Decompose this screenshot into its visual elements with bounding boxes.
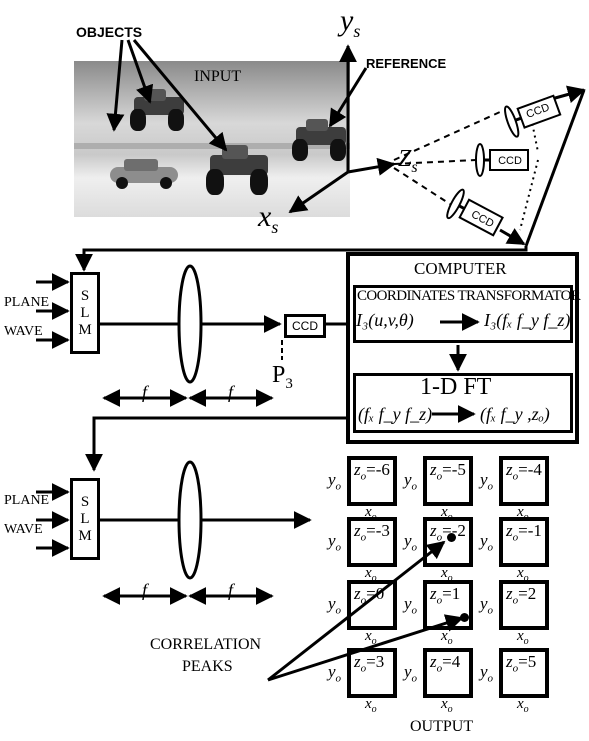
wave-label-bottom: WAVE — [4, 522, 43, 538]
output-cell: zo=-5 — [423, 456, 473, 506]
coord-eq-right: I₃(fₓ f_y f_z) — [484, 310, 570, 331]
coord-eq-left: I₃(u,v,θ) — [356, 310, 414, 331]
ft-label: 1-D FT — [420, 374, 491, 401]
output-cell-z-label: zo=1 — [430, 584, 460, 606]
output-label: OUTPUT — [410, 718, 473, 736]
wave-label-top: WAVE — [4, 324, 43, 340]
ccd-arrow-bottom — [500, 230, 524, 244]
output-cell-z-label: zo=-5 — [430, 460, 466, 482]
output-cell-z-label: zo=-3 — [354, 521, 390, 543]
output-cell: zo=4 — [423, 648, 473, 698]
output-cell-yo-label: yo — [328, 470, 341, 492]
output-cell-xo-label: xo — [517, 696, 529, 715]
output-cell-yo-label: yo — [404, 531, 417, 553]
output-cell: zo=3 — [347, 648, 397, 698]
output-cell-z-label: zo=0 — [354, 584, 384, 606]
feed-line-bottom — [94, 418, 346, 470]
xs-axis-label: xs — [258, 200, 278, 238]
output-cell-z-label: zo=4 — [430, 652, 460, 674]
output-cell-xo-label: xo — [517, 628, 529, 647]
correlation-peak-2 — [460, 613, 469, 622]
plane-label-bottom: PLANE — [4, 493, 49, 509]
output-cell-xo-label: xo — [441, 628, 453, 647]
output-cell-yo-label: yo — [480, 470, 493, 492]
output-cell-z-label: zo=-1 — [506, 521, 542, 543]
output-cell-xo-label: xo — [365, 696, 377, 715]
f-label-top-2: f — [228, 382, 233, 403]
ccd-label-2: CCD — [498, 155, 522, 167]
coordinates-transformator-label: COORDINATES TRANSFORMATOR — [357, 288, 580, 305]
output-cell: zo=-1 — [499, 517, 549, 567]
slm-top: SLM — [70, 272, 100, 354]
output-cell-xo-label: xo — [441, 696, 453, 715]
output-cell: zo=1 — [423, 580, 473, 630]
output-cell-yo-label: yo — [328, 662, 341, 684]
objects-label: OBJECTS — [76, 24, 142, 40]
correlation-peak-1 — [447, 533, 456, 542]
output-cell-yo-label: yo — [404, 662, 417, 684]
ys-axis-label: ys — [340, 4, 360, 42]
ft-eq-left: (fₓ f_y f_z) — [358, 404, 432, 425]
output-cell-z-label: zo=-4 — [506, 460, 542, 482]
peaks-label: PEAKS — [182, 658, 233, 676]
f-label-top-1: f — [142, 382, 147, 403]
output-cell-yo-label: yo — [404, 470, 417, 492]
output-cell: zo=-3 — [347, 517, 397, 567]
coord-eq-arrow — [438, 312, 482, 332]
output-cell-z-label: zo=5 — [506, 652, 536, 674]
output-cell-xo-label: xo — [365, 628, 377, 647]
computer-label: COMPUTER — [414, 259, 507, 279]
reference-label: REFERENCE — [366, 56, 446, 71]
zs-axis-label: Zs — [398, 146, 418, 177]
output-cell-yo-label: yo — [328, 531, 341, 553]
output-cell-yo-label: yo — [328, 594, 341, 616]
output-cell-z-label: zo=-6 — [354, 460, 390, 482]
xs-axis — [290, 172, 348, 212]
output-cell-z-label: zo=2 — [506, 584, 536, 606]
p3-label: P3 — [272, 362, 293, 393]
ft-eq-arrow — [430, 404, 478, 424]
objects-arrow-2 — [128, 40, 150, 102]
output-cell: zo=-6 — [347, 456, 397, 506]
correlation-label: CORRELATION — [150, 636, 261, 654]
ft-eq-right: (fₓ f_y ,zₒ) — [480, 404, 550, 425]
output-cell-yo-label: yo — [480, 662, 493, 684]
output-cell-yo-label: yo — [404, 594, 417, 616]
output-cell: zo=0 — [347, 580, 397, 630]
zs-axis — [348, 164, 394, 172]
output-cell: zo=-4 — [499, 456, 549, 506]
output-cell-yo-label: yo — [480, 531, 493, 553]
output-cell: zo=5 — [499, 648, 549, 698]
output-cell: zo=2 — [499, 580, 549, 630]
ccd-detector: CCD — [284, 314, 326, 338]
f-label-bottom-2: f — [228, 580, 233, 601]
lens-top — [179, 266, 201, 382]
lens-bottom — [179, 462, 201, 578]
input-label: INPUT — [194, 68, 241, 86]
output-cell: zo=-2 — [423, 517, 473, 567]
f-label-bottom-1: f — [142, 580, 147, 601]
output-cell-yo-label: yo — [480, 594, 493, 616]
objects-arrow-1 — [114, 40, 122, 130]
output-cell-z-label: zo=3 — [354, 652, 384, 674]
plane-label-top: PLANE — [4, 295, 49, 311]
